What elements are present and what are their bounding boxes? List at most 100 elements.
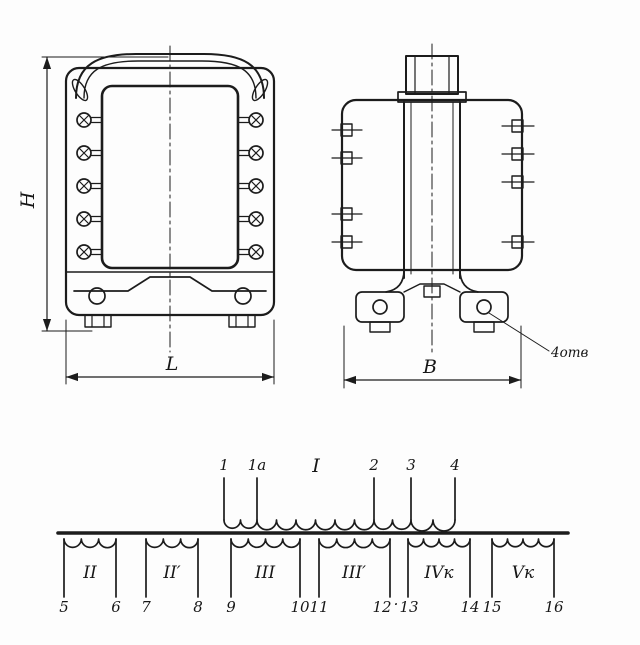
- bolt-shaft: [237, 215, 250, 223]
- bolt-head: [76, 145, 92, 161]
- side-terminal: [331, 123, 363, 137]
- terminal-number: 2: [368, 456, 379, 474]
- bolt-cross: [78, 213, 90, 225]
- front-terminal: [237, 112, 264, 128]
- bolt-shaft: [90, 116, 103, 124]
- pin-body: [340, 207, 353, 221]
- front-view: [64, 45, 276, 353]
- primary-winding: 1 1а I 2 3 4: [219, 455, 460, 532]
- side-strap-block: [405, 55, 459, 95]
- front-strap-inner: [83, 60, 257, 99]
- winding-label: II: [82, 563, 97, 583]
- secondary-winding: II 5 6: [59, 538, 121, 616]
- front-foot-detail: [235, 314, 249, 328]
- terminal-number: 6: [111, 598, 121, 616]
- front-terminal: [237, 178, 264, 194]
- terminal-number: 3: [406, 456, 416, 474]
- winding-schematic: 1 1а I 2 3 4 II 5 6 II′ 7 8 III 9 10: [56, 455, 570, 616]
- side-core-column-inner: [410, 101, 454, 275]
- bolt-head: [248, 145, 264, 161]
- holes-note-label: 4отв: [550, 345, 589, 361]
- bolt-head: [76, 211, 92, 227]
- winding-coil: [407, 538, 471, 548]
- side-core-column: [403, 101, 461, 279]
- front-terminal: [237, 244, 264, 260]
- bolt-cross: [250, 213, 262, 225]
- front-terminal: [237, 211, 264, 227]
- bolt-head: [76, 244, 92, 260]
- terminal-number: 7: [141, 598, 151, 616]
- terminal-number: 15: [482, 598, 501, 616]
- bolt-head: [248, 178, 264, 194]
- pin-body: [511, 119, 524, 133]
- winding-label: IVк: [423, 563, 454, 583]
- secondary-winding: II′ 7 8: [141, 538, 203, 616]
- side-terminal: [501, 235, 535, 249]
- terminal-number: 1: [219, 456, 229, 474]
- dimension-B: B: [343, 325, 522, 389]
- side-foot-tab: [473, 321, 495, 333]
- pin-body: [340, 123, 353, 137]
- terminal-number: 1а: [248, 456, 267, 474]
- winding-leads: [230, 538, 301, 598]
- front-strap-outer: [75, 53, 265, 99]
- terminal-number: 8: [193, 598, 203, 616]
- winding-coil: [63, 538, 117, 549]
- pin-body: [340, 151, 353, 165]
- side-center-lug: [423, 285, 441, 298]
- front-mount-hole: [88, 287, 106, 305]
- terminal-number: 4: [449, 456, 460, 474]
- front-foot: [228, 314, 256, 328]
- terminal-number: 16: [544, 598, 564, 616]
- bolt-shaft: [237, 149, 250, 157]
- bolt-head: [248, 112, 264, 128]
- bolt-cross: [78, 114, 90, 126]
- secondary-winding: Vк 15 16: [482, 538, 564, 616]
- side-terminal: [501, 119, 535, 133]
- terminal-number: 14: [460, 598, 479, 616]
- winding-leads: [145, 538, 199, 598]
- front-terminal: [237, 145, 264, 161]
- front-terminal: [76, 244, 103, 260]
- front-terminal: [76, 112, 103, 128]
- bolt-cross: [250, 114, 262, 126]
- winding-label: III: [254, 563, 275, 583]
- side-core-flare: [385, 269, 405, 293]
- terminal-number: 12: [372, 598, 391, 616]
- dim-l-label: L: [165, 353, 179, 375]
- dim-h-label: H: [17, 191, 39, 209]
- side-coil-body: [340, 98, 524, 272]
- bolt-shaft: [237, 116, 250, 124]
- bolt-cross: [250, 246, 262, 258]
- bolt-shaft: [90, 149, 103, 157]
- front-strap-eyelet: [71, 78, 89, 102]
- pin-body: [511, 235, 524, 249]
- front-coil-window: [100, 84, 240, 270]
- bolt-cross: [250, 147, 262, 159]
- winding-coil: [223, 519, 456, 532]
- secondary-winding: IVк 13 14: [399, 538, 480, 616]
- bolt-shaft: [90, 182, 103, 190]
- front-foot-detail: [91, 314, 105, 328]
- side-strap-collar: [397, 91, 467, 103]
- winding-coil: [491, 538, 555, 548]
- winding-leads: [318, 538, 391, 598]
- bolt-shaft: [237, 248, 250, 256]
- winding-coil: [145, 538, 199, 549]
- front-mount-hole: [234, 287, 252, 305]
- pin-body: [511, 175, 524, 189]
- winding-leads: [407, 538, 471, 598]
- side-terminal: [331, 207, 363, 221]
- side-view: [331, 43, 535, 353]
- side-foot: [459, 291, 509, 323]
- side-core-flare: [459, 269, 479, 293]
- bolt-head: [76, 178, 92, 194]
- secondary-winding: III′ 11 12: [309, 538, 392, 616]
- winding-label: Vк: [512, 563, 535, 583]
- bolt-cross: [78, 180, 90, 192]
- front-terminal: [76, 178, 103, 194]
- side-terminal: [331, 151, 363, 165]
- pin-body: [340, 235, 353, 249]
